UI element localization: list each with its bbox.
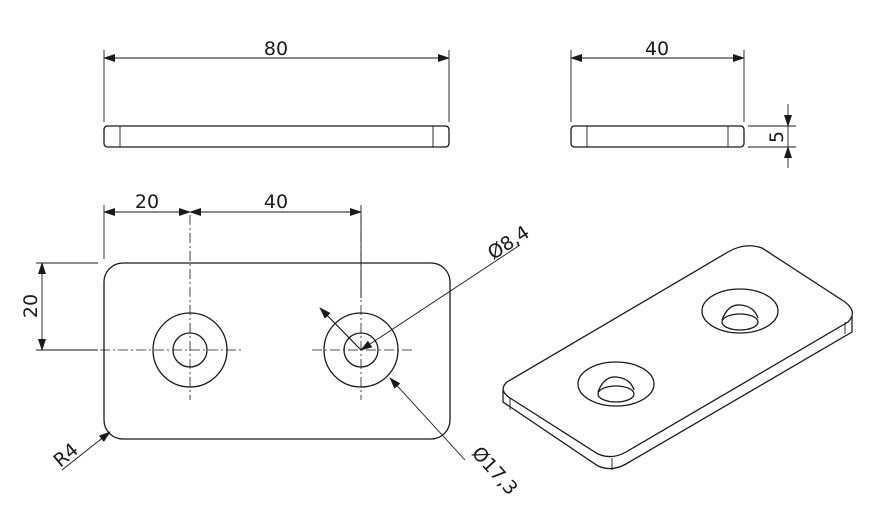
top-view-outline xyxy=(103,125,450,148)
hole2-countersink xyxy=(323,312,399,388)
iso-top-face xyxy=(502,245,853,458)
hole1-position-dim-label: 20 xyxy=(135,191,159,213)
iso-hole1-countersink xyxy=(577,361,655,407)
hole-diameter-label: Ø8,4 xyxy=(484,221,534,264)
vertical-position-dim-label: 20 xyxy=(20,294,42,318)
front-view: 20 40 20 Ø8,4 Ø17,3 R4 xyxy=(20,191,534,500)
side-view: 40 5 xyxy=(570,38,796,168)
hole1-bore xyxy=(172,332,208,368)
side-width-dim-label: 40 xyxy=(645,38,669,60)
corner-radius-label: R4 xyxy=(49,439,83,472)
hole-spacing-dim-label: 40 xyxy=(264,191,288,213)
hole2-bore xyxy=(343,332,379,368)
front-view-outline xyxy=(103,262,451,440)
hole1-countersink xyxy=(152,312,228,388)
top-width-dim-label: 80 xyxy=(264,38,288,60)
countersink-diameter-label: Ø17,3 xyxy=(467,442,522,499)
isometric-view xyxy=(502,245,853,470)
iso-hole2-countersink xyxy=(701,288,779,334)
side-view-outline xyxy=(570,125,745,148)
thickness-dim-label: 5 xyxy=(766,131,788,143)
top-view: 80 xyxy=(103,38,450,148)
